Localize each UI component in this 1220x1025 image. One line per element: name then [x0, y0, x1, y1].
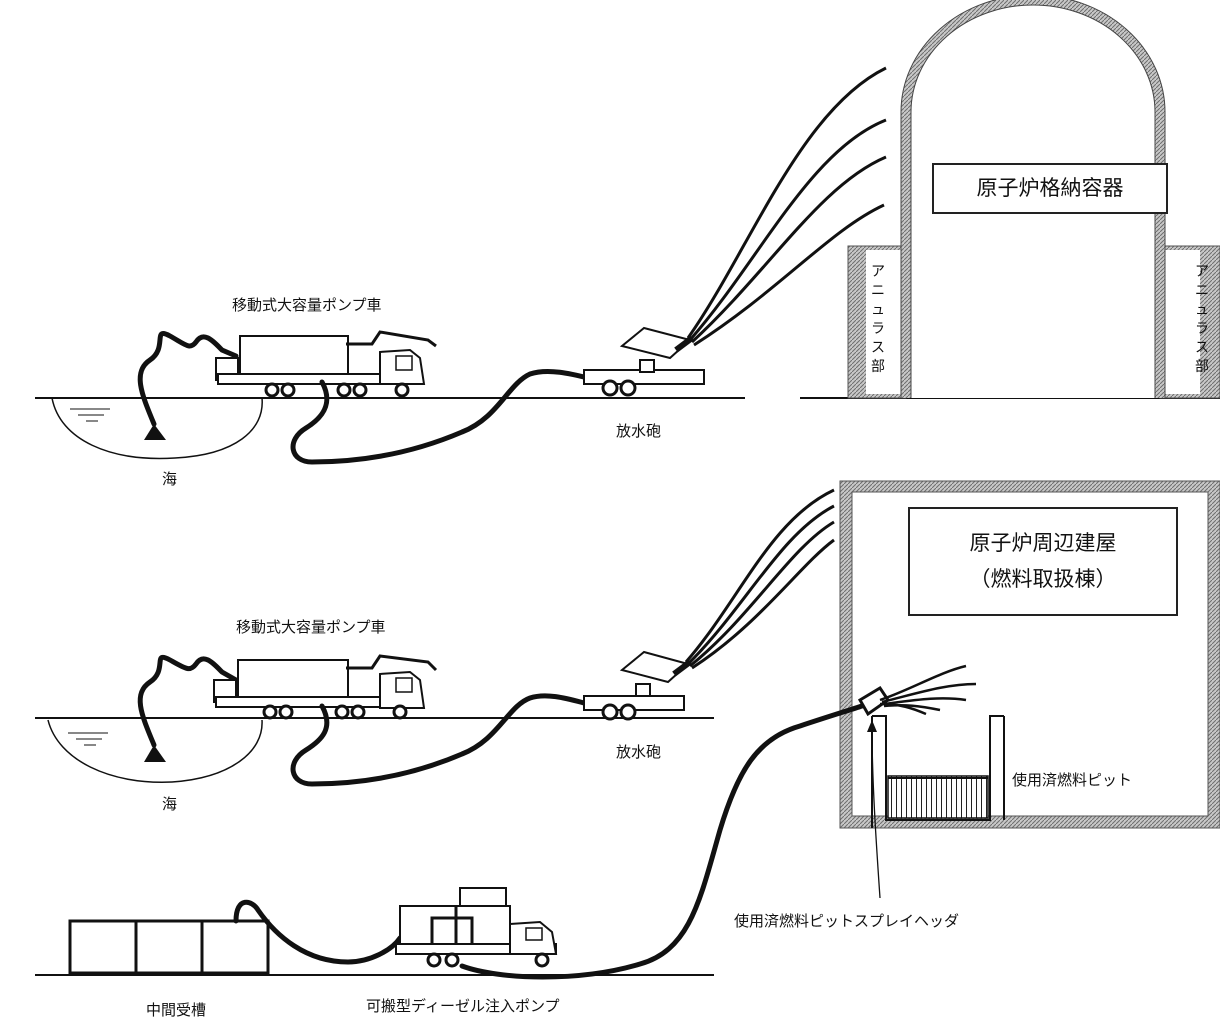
sea-basin [47, 719, 263, 783]
auxiliary-building-box: 原子炉周辺建屋 （燃料取扱棟） [908, 507, 1178, 616]
water-cannon-label-middle: 放水砲 [616, 743, 662, 761]
water-cannon-label-top: 放水砲 [616, 422, 662, 440]
intermediate-tank-label: 中間受槽 [146, 1001, 207, 1019]
sea-basin [51, 397, 263, 460]
suction-hose [137, 654, 239, 748]
sea-label-top: 海 [162, 470, 178, 488]
pump-truck-label-top: 移動式大容量ポンプ車 [232, 296, 382, 314]
annulus-label-left: アニュラス部 [871, 264, 885, 375]
auxiliary-building-label: 原子炉周辺建屋 [969, 530, 1117, 555]
suction-hose [233, 899, 403, 965]
discharge-hose [290, 369, 591, 465]
intermediate-tank [68, 919, 270, 975]
spray-header-pointer [867, 720, 881, 899]
strainer [144, 745, 166, 762]
suction-hose [137, 331, 239, 427]
spray-header-label: 使用済燃料ピットスプレイヘッダ [734, 912, 960, 930]
containment-label: 原子炉格納容器 [976, 175, 1124, 200]
water-spray [684, 488, 835, 670]
spray-header [857, 664, 977, 717]
diesel-pump-label: 可搬型ディーゼル注入ポンプ [366, 997, 560, 1015]
diesel-pump-truck [395, 887, 558, 968]
water-cannon [583, 650, 692, 721]
discharge-hose [290, 693, 591, 787]
annulus-label-right: アニュラス部 [1195, 264, 1209, 375]
pump-truck-label-middle: 移動式大容量ポンプ車 [236, 618, 386, 636]
strainer [144, 424, 166, 440]
fuel-handling-building-label: （燃料取扱棟） [969, 566, 1117, 591]
top-scene [35, 0, 1220, 465]
containment-box: 原子炉格納容器 [932, 163, 1168, 214]
pump-truck [213, 654, 438, 720]
pump-truck [215, 330, 437, 398]
water-spray [686, 66, 887, 347]
water-cannon [583, 326, 705, 397]
sea-label-middle: 海 [162, 795, 178, 813]
spent-fuel-pit-label: 使用済燃料ピット [1012, 771, 1133, 789]
spray-header-hose [459, 703, 865, 980]
spent-fuel-pit [871, 715, 1005, 828]
fuel-racks [887, 775, 989, 819]
bottom-scene [35, 703, 865, 980]
